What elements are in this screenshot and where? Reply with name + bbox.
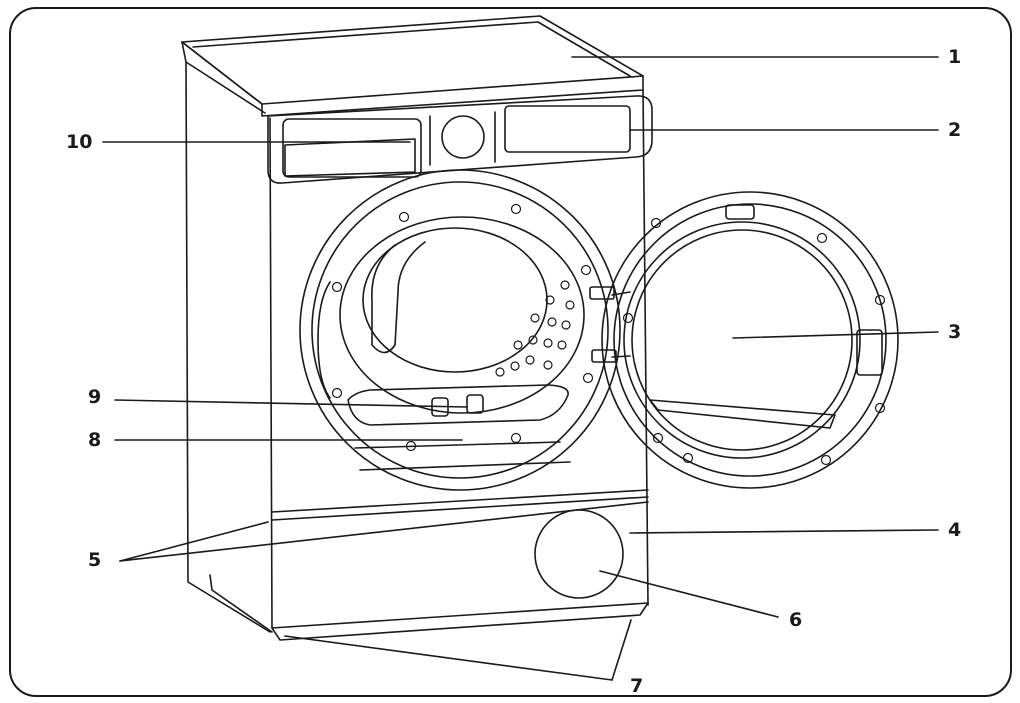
door-ring-outer — [299, 169, 621, 491]
door-ring-inner — [311, 181, 609, 479]
dryer-illustration — [181, 15, 899, 641]
leader-7a — [284, 635, 613, 681]
detergent-drawer — [282, 118, 422, 178]
control-panel — [267, 95, 653, 184]
program-knob — [441, 115, 485, 159]
leader-5b — [119, 501, 649, 562]
callout-9: 9 — [88, 386, 102, 408]
leader-5a — [119, 521, 269, 562]
plinth — [271, 489, 649, 521]
door-screws — [622, 217, 886, 466]
leader-7b — [611, 619, 632, 681]
door-handle — [856, 329, 883, 376]
leader-9 — [114, 399, 468, 408]
callout-2: 2 — [948, 119, 962, 141]
callout-1: 1 — [948, 46, 962, 68]
callout-5: 5 — [88, 549, 102, 571]
door-glass — [623, 221, 861, 459]
left-side-panel — [181, 41, 271, 633]
callout-4: 4 — [948, 519, 962, 541]
leader-lines — [102, 56, 939, 681]
top-panel — [181, 15, 644, 105]
callout-3: 3 — [948, 321, 962, 343]
callout-10: 10 — [66, 131, 93, 153]
drum-paddle — [371, 241, 426, 354]
leader-4 — [629, 529, 939, 534]
callout-6: 6 — [789, 609, 803, 631]
leader-3 — [732, 331, 939, 339]
figure-frame — [9, 7, 1012, 697]
callout-7: 7 — [630, 675, 644, 697]
lint-filter — [347, 384, 569, 426]
display-panel — [504, 105, 631, 153]
door-hinge-top — [589, 286, 615, 300]
drum-perforations — [495, 280, 575, 377]
callout-8: 8 — [88, 429, 102, 451]
drum — [339, 216, 585, 414]
leader-6 — [599, 570, 779, 618]
door-outer — [601, 191, 899, 489]
condenser-cover — [534, 509, 624, 599]
feet — [271, 602, 649, 641]
